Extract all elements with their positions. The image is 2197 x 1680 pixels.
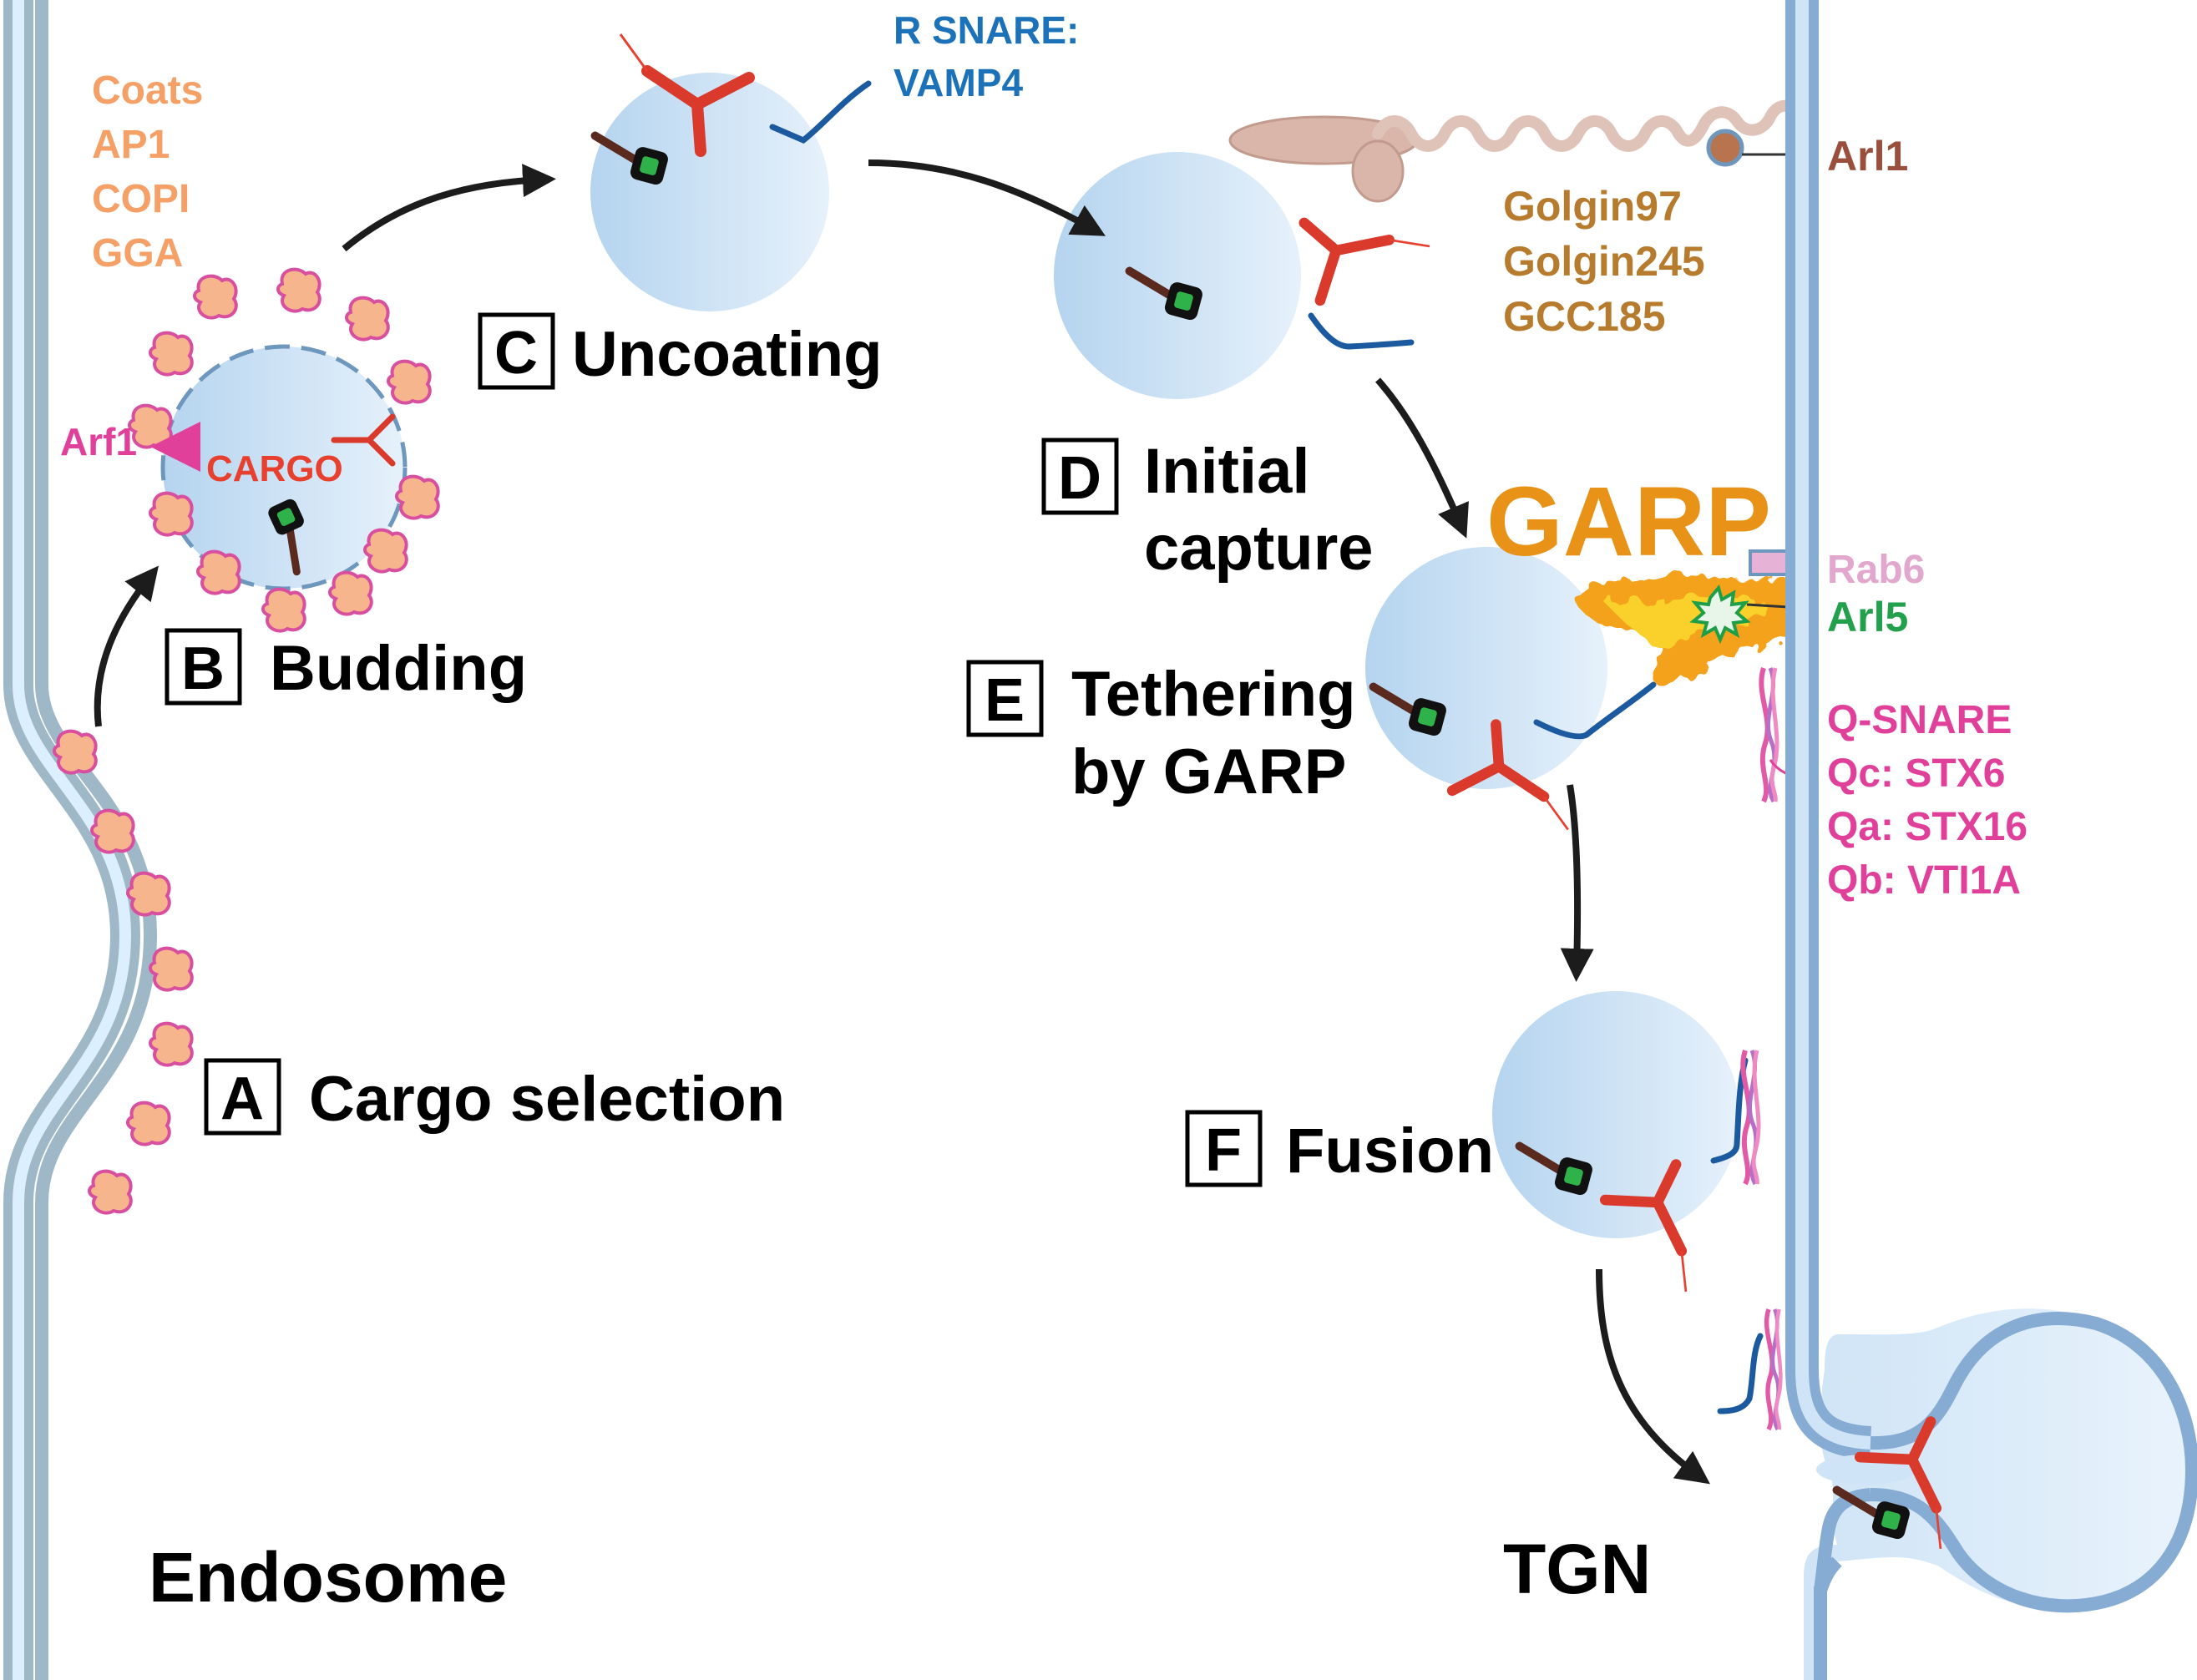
arrow-c-to-d xyxy=(868,159,1106,236)
budding-cargo-icon xyxy=(331,413,396,467)
svg-text:B: B xyxy=(181,635,225,702)
tgn-membrane xyxy=(1717,0,2197,1680)
tethered-vesicle xyxy=(1365,547,1657,830)
step-d: D Initial capture xyxy=(1041,436,1374,584)
uncoated-vesicle xyxy=(587,34,872,311)
svg-text:by GARP: by GARP xyxy=(1071,736,1346,807)
step-e: E Tethering by GARP xyxy=(966,659,1356,807)
cargo-label: CARGO xyxy=(206,448,343,489)
rab6-label: Rab6 xyxy=(1827,548,1925,592)
step-f: F Fusion xyxy=(1185,1110,1494,1187)
arrow-d-to-e xyxy=(1375,377,1469,539)
budding-vesicle xyxy=(128,267,440,633)
svg-text:Fusion: Fusion xyxy=(1286,1116,1494,1187)
svg-text:capture: capture xyxy=(1144,513,1374,584)
svg-text:Cargo selection: Cargo selection xyxy=(309,1064,785,1135)
svg-text:Tethering: Tethering xyxy=(1071,659,1356,730)
arrow-b-to-c xyxy=(342,164,556,252)
captured-vesicle xyxy=(1054,152,1430,399)
arl1-marker xyxy=(1706,129,1744,167)
svg-text:Coats: Coats xyxy=(92,68,203,113)
flow-arrows xyxy=(94,159,1711,1485)
garp-label: GARP xyxy=(1486,467,1771,577)
svg-text:Golgin97: Golgin97 xyxy=(1503,183,1682,230)
arrow-a-to-b xyxy=(94,565,159,727)
svg-text:A: A xyxy=(220,1065,264,1132)
svg-text:COPI: COPI xyxy=(92,177,190,221)
svg-text:Qb: VTI1A: Qb: VTI1A xyxy=(1827,858,2021,903)
svg-text:AP1: AP1 xyxy=(92,123,170,167)
step-a: A Cargo selection xyxy=(204,1058,785,1136)
svg-text:Initial: Initial xyxy=(1144,436,1309,507)
svg-text:Qc: STX6: Qc: STX6 xyxy=(1827,751,2005,796)
svg-text:Golgin245: Golgin245 xyxy=(1503,238,1705,285)
svg-text:GGA: GGA xyxy=(92,231,183,276)
arf1-marker xyxy=(150,422,200,472)
step-c: C Uncoating xyxy=(478,312,883,390)
arrow-e-to-f xyxy=(1560,784,1594,982)
svg-text:R SNARE:: R SNARE: xyxy=(893,8,1079,52)
svg-text:Qa: STX16: Qa: STX16 xyxy=(1827,805,2027,849)
svg-text:D: D xyxy=(1058,445,1101,512)
tgn-label: TGN xyxy=(1503,1530,1651,1608)
endosome-label: Endosome xyxy=(149,1538,507,1617)
golgins-label: Golgin97 Golgin245 GCC185 xyxy=(1503,183,1705,340)
arf1-label: Arf1 xyxy=(60,420,137,463)
arl5-marker xyxy=(1689,584,1751,645)
svg-text:E: E xyxy=(985,667,1025,734)
rsnare-label: R SNARE: VAMP4 xyxy=(893,8,1079,104)
qsnare-label: Q-SNARE Qc: STX6 Qa: STX16 Qb: VTI1A xyxy=(1827,698,2027,903)
coats-label: Coats AP1 COPI GGA xyxy=(92,68,203,276)
svg-text:GCC185: GCC185 xyxy=(1503,293,1666,340)
svg-text:F: F xyxy=(1205,1117,1242,1184)
svg-text:Budding: Budding xyxy=(270,633,527,704)
fusing-vesicle xyxy=(1492,991,1759,1292)
golgin-tether xyxy=(1228,96,1805,203)
arrow-f-to-tgn xyxy=(1596,1268,1711,1485)
svg-text:C: C xyxy=(494,320,538,387)
svg-text:Q-SNARE: Q-SNARE xyxy=(1827,698,2012,742)
arl1-label: Arl1 xyxy=(1827,133,1908,180)
svg-text:VAMP4: VAMP4 xyxy=(893,61,1023,104)
arl5-label: Arl5 xyxy=(1827,594,1908,640)
step-b: B Budding xyxy=(165,628,527,706)
svg-text:Uncoating: Uncoating xyxy=(572,319,883,390)
